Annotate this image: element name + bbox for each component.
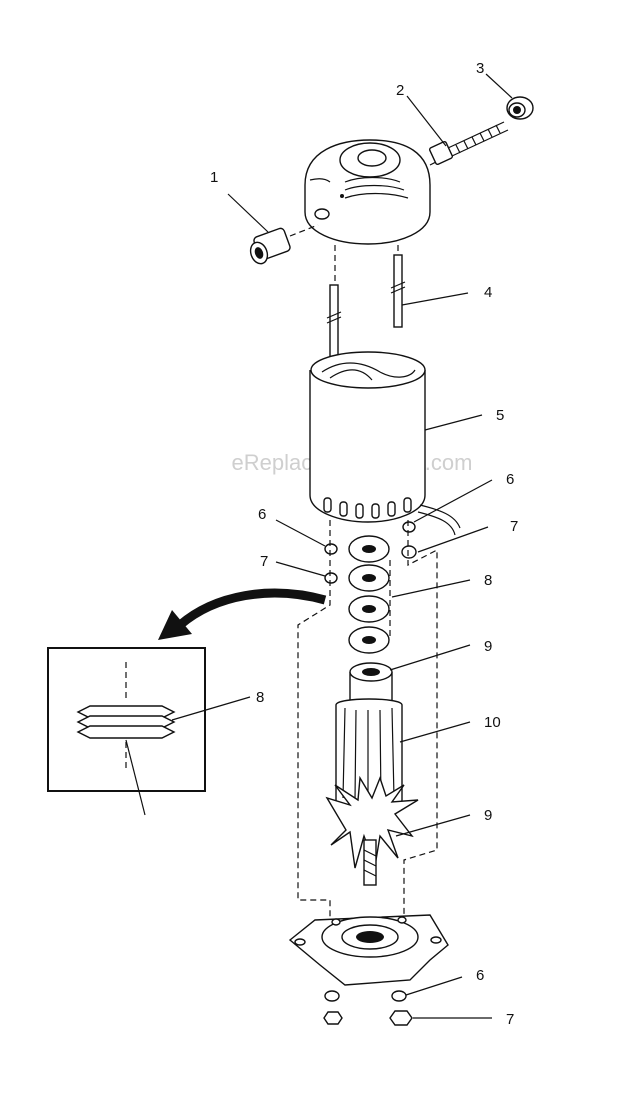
part-4-through-bolts — [326, 245, 406, 358]
callout-6-upper-right: 6 — [506, 471, 514, 488]
washer-7-right — [401, 545, 417, 559]
washer-6-right — [402, 521, 416, 533]
callout-6-left: 6 — [258, 506, 266, 523]
callout-10: 10 — [484, 714, 501, 731]
callout-3: 3 — [476, 60, 484, 77]
assembly-outline-left — [297, 520, 331, 920]
part-8-washer-stack — [348, 535, 390, 654]
callout-5: 5 — [496, 407, 504, 424]
leader-lines — [171, 73, 513, 1019]
lower-end-bell — [288, 914, 449, 986]
washer-6-bottom-left — [324, 990, 340, 1002]
assembly-outline-right — [403, 520, 438, 920]
callout-7-left: 7 — [260, 553, 268, 570]
callout-7-upper-right: 7 — [510, 518, 518, 535]
callout-9-upper: 9 — [484, 638, 492, 655]
armature-shaft — [363, 839, 377, 886]
part-10-armature — [335, 698, 403, 809]
part-2-screw — [428, 121, 509, 166]
washer-6-left — [324, 543, 338, 555]
armature-fan — [325, 775, 419, 869]
part-9-upper-bearing — [349, 662, 393, 707]
detail-inset — [47, 647, 206, 816]
part-5-motor-housing — [309, 351, 461, 536]
callout-8-detail: 8 — [256, 689, 264, 706]
callout-2: 2 — [396, 82, 404, 99]
washer-7-left — [324, 572, 338, 584]
callout-4: 4 — [484, 284, 492, 301]
callout-8: 8 — [484, 572, 492, 589]
nut-7-bottom-right — [389, 1010, 413, 1026]
end-cap — [304, 139, 431, 245]
callout-6-bottom: 6 — [476, 967, 484, 984]
callout-7-bottom: 7 — [506, 1011, 514, 1028]
part-1-bushing — [249, 224, 319, 265]
nut-7-bottom-left — [323, 1011, 343, 1025]
part-3-nut — [506, 96, 534, 120]
callout-1: 1 — [210, 169, 218, 186]
callout-9-lower: 9 — [484, 807, 492, 824]
washer-6-bottom-right — [391, 990, 407, 1002]
detail-arrow — [158, 588, 327, 640]
